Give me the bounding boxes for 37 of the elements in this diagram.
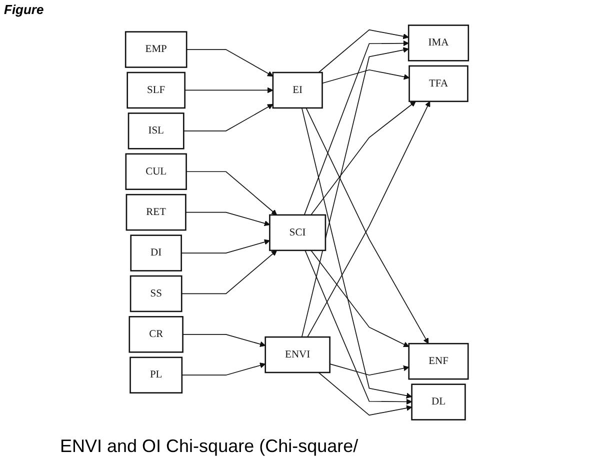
body-text: ENVI and OI Chi-square (Chi-square/: [60, 436, 358, 457]
arrow: [181, 362, 266, 376]
node-box: SCI: [269, 214, 326, 252]
arrow: [185, 212, 270, 226]
arrow: [318, 29, 409, 73]
node-box: DL: [411, 384, 466, 420]
node-box: ENVI: [264, 336, 330, 374]
node-box: CUL: [125, 153, 187, 190]
node-box: IMA: [408, 24, 470, 62]
arrow: [329, 364, 410, 376]
arrow: [304, 250, 412, 405]
node-box: DI: [130, 234, 182, 272]
figure-label: Figure: [4, 2, 44, 17]
arrow: [182, 334, 266, 347]
node-box: RET: [126, 194, 186, 231]
node-box: ISL: [128, 112, 184, 150]
node-box: SLF: [126, 72, 186, 109]
arrow: [301, 47, 409, 338]
arrow: [181, 250, 278, 294]
arrow: [183, 104, 274, 132]
node-box: SS: [130, 275, 182, 312]
arrow: [318, 372, 412, 416]
arrow: [322, 69, 410, 84]
node-box: ENF: [408, 342, 469, 380]
node-box: TFA: [408, 65, 468, 102]
node-box: EMP: [124, 31, 188, 68]
node-box: EI: [272, 72, 323, 109]
node-box: PL: [130, 356, 183, 394]
arrow: [180, 239, 270, 254]
arrow: [304, 40, 409, 216]
arrow: [186, 49, 274, 76]
node-box: CR: [128, 316, 184, 353]
arrow: [310, 250, 410, 348]
arrow: [310, 101, 416, 216]
arrow: [186, 171, 278, 216]
arrow: [301, 108, 412, 399]
arrow: [184, 87, 274, 94]
